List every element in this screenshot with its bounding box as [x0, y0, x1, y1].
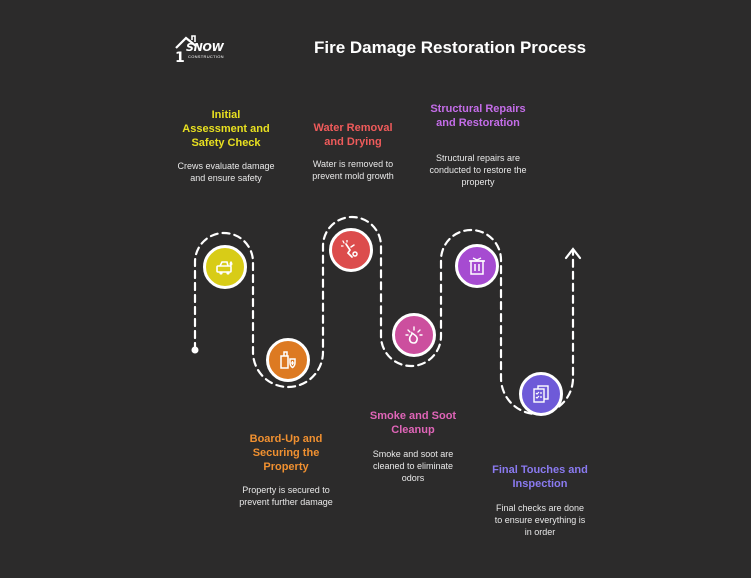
house-logo-icon: 1: [175, 35, 197, 66]
step-4-description: Smoke and soot are cleaned to eliminate …: [372, 449, 454, 483]
step-6-circle: [519, 372, 563, 416]
logo-wordmark: SNOW: [186, 41, 224, 54]
step-5-circle: [455, 244, 499, 288]
step-5-title: Structural Repairs and Restoration: [430, 103, 526, 129]
step-1-title: Initial Assessment and Safety Check: [182, 109, 270, 149]
smoke-fire-icon: [405, 326, 423, 344]
water-hose-icon: [341, 240, 358, 258]
step-1-description: Crews evaluate damage and ensure safety: [177, 161, 275, 183]
step-3-title: Water Removal and Drying: [313, 122, 393, 148]
step-5-description: Structural repairs are conducted to rest…: [429, 153, 527, 187]
page-title: Fire Damage Restoration Process: [314, 38, 587, 57]
step-2-circle: [266, 338, 310, 382]
path-start-dot: [191, 346, 199, 354]
company-logo: 1 SNOW CONSTRUCTION: [172, 32, 228, 68]
step-6-title: Final Touches and Inspection: [492, 464, 588, 490]
path-end-arrow: [564, 247, 582, 260]
logo-subtext: CONSTRUCTION: [188, 54, 224, 59]
step-3-description: Water is removed to prevent mold growth: [312, 159, 394, 181]
step-3-circle: [329, 228, 373, 272]
step-6-description: Final checks are done to ensure everythi…: [494, 503, 586, 537]
building-repair-icon: [469, 257, 485, 275]
step-2-title: Board-Up and Securing the Property: [249, 433, 323, 473]
svg-text:1: 1: [175, 50, 185, 66]
step-4-title: Smoke and Soot Cleanup: [369, 410, 457, 436]
checklist-icon: [533, 385, 549, 403]
step-2-description: Property is secured to prevent further d…: [239, 485, 333, 507]
building-shield-icon: [280, 351, 296, 369]
fire-truck-icon: [216, 261, 233, 275]
step-1-circle: [203, 245, 247, 289]
step-4-circle: [392, 313, 436, 357]
